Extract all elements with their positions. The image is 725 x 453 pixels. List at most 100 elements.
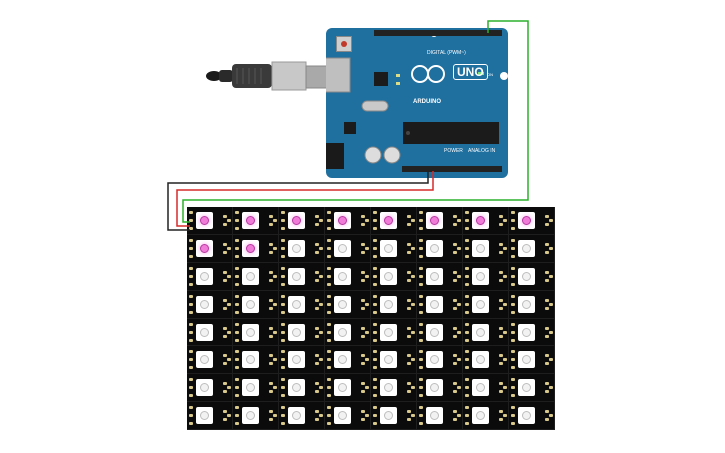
led-pixel[interactable]	[371, 346, 417, 375]
solder-pad	[503, 219, 507, 222]
led-pixel[interactable]	[417, 234, 463, 263]
solder-pad	[189, 238, 193, 242]
led-pixel[interactable]	[509, 374, 555, 403]
solder-pad	[273, 358, 277, 362]
led-pixel[interactable]	[371, 318, 417, 347]
led-pixel[interactable]	[325, 374, 371, 403]
led-pixel[interactable]	[509, 290, 555, 319]
led-pixel[interactable]	[509, 234, 555, 263]
led-pixel[interactable]	[509, 262, 555, 291]
led-pixel[interactable]	[325, 207, 371, 235]
led-pixel[interactable]	[233, 346, 279, 375]
led-pixel[interactable]	[325, 346, 371, 375]
led-pixel[interactable]	[187, 346, 233, 375]
led-pixel[interactable]	[463, 262, 509, 291]
solder-pad	[549, 246, 553, 250]
led-pixel[interactable]	[187, 207, 233, 235]
led-pixel[interactable]	[371, 374, 417, 403]
solder-pad	[327, 322, 331, 326]
led-pixel[interactable]	[509, 207, 555, 235]
solder-pad	[223, 354, 227, 358]
led-pixel[interactable]	[417, 318, 463, 347]
led-pixel[interactable]	[325, 402, 371, 430]
solder-pad	[499, 298, 503, 302]
led-pixel[interactable]	[371, 402, 417, 430]
solder-pad	[189, 310, 193, 314]
led-pixel[interactable]	[417, 374, 463, 403]
led-pixel[interactable]	[279, 290, 325, 319]
led-pixel[interactable]	[233, 234, 279, 263]
led-pixel[interactable]	[371, 290, 417, 319]
led-pixel[interactable]	[371, 262, 417, 291]
solder-pad	[189, 302, 193, 306]
analog-pins-label: ANALOG IN	[468, 148, 496, 154]
led-pixel[interactable]	[325, 262, 371, 291]
neopixel-matrix[interactable]	[187, 207, 555, 430]
led-pixel[interactable]	[417, 402, 463, 430]
led-pixel[interactable]	[187, 374, 233, 403]
solder-pad	[419, 366, 423, 370]
led-pixel[interactable]	[233, 402, 279, 430]
led-pixel[interactable]	[463, 290, 509, 319]
led-pixel[interactable]	[509, 346, 555, 375]
solder-pad	[227, 219, 231, 222]
led-pixel[interactable]	[279, 346, 325, 375]
led-pixel[interactable]	[279, 402, 325, 430]
led-chip	[242, 379, 259, 397]
led-pixel[interactable]	[325, 290, 371, 319]
led-pixel[interactable]	[233, 374, 279, 403]
led-pixel[interactable]	[463, 402, 509, 430]
led-pixel[interactable]	[325, 318, 371, 347]
solder-pad	[189, 211, 193, 214]
led-chip	[472, 239, 489, 257]
led-pixel[interactable]	[417, 346, 463, 375]
usb-cable[interactable]	[205, 58, 340, 102]
led-chip	[288, 267, 305, 285]
reset-button[interactable]	[336, 36, 352, 52]
led-pixel[interactable]	[463, 234, 509, 263]
arduino-uno-board[interactable]: DIGITAL (PWM~) UNO ARDUINO ON POWER ANAL…	[326, 28, 508, 178]
led-pixel[interactable]	[417, 207, 463, 235]
led-pixel[interactable]	[187, 290, 233, 319]
solder-pad	[227, 302, 231, 306]
led-pixel[interactable]	[417, 262, 463, 291]
led-pixel[interactable]	[233, 290, 279, 319]
led-pixel[interactable]	[417, 290, 463, 319]
solder-pad	[361, 298, 365, 302]
solder-pad	[269, 418, 273, 422]
solder-pad	[327, 394, 331, 398]
led-pixel[interactable]	[371, 234, 417, 263]
led-pixel[interactable]	[233, 207, 279, 235]
solder-pad	[545, 223, 549, 226]
solder-pad	[235, 310, 239, 314]
solder-pad	[465, 294, 469, 298]
led-pixel[interactable]	[463, 346, 509, 375]
led-pixel[interactable]	[509, 318, 555, 347]
led-pixel[interactable]	[325, 234, 371, 263]
led-pixel[interactable]	[187, 402, 233, 430]
led-pixel[interactable]	[279, 318, 325, 347]
solder-pad	[327, 211, 331, 214]
led-pixel[interactable]	[463, 374, 509, 403]
led-pixel[interactable]	[187, 262, 233, 291]
led-pixel[interactable]	[279, 207, 325, 235]
solder-pad	[503, 414, 507, 418]
solder-pad	[223, 298, 227, 302]
led-pixel[interactable]	[187, 318, 233, 347]
led-pixel[interactable]	[187, 234, 233, 263]
led-pixel[interactable]	[279, 374, 325, 403]
led-pixel[interactable]	[279, 234, 325, 263]
solder-pad	[453, 223, 457, 226]
led-pixel[interactable]	[233, 262, 279, 291]
led-pixel[interactable]	[371, 207, 417, 235]
led-pixel[interactable]	[463, 318, 509, 347]
led-pixel[interactable]	[509, 402, 555, 430]
led-pixel[interactable]	[279, 262, 325, 291]
solder-pad	[465, 322, 469, 326]
solder-pad	[319, 274, 323, 278]
solder-pad	[419, 274, 423, 278]
led-pixel[interactable]	[463, 207, 509, 235]
solder-pad	[419, 422, 423, 426]
led-pixel[interactable]	[233, 318, 279, 347]
